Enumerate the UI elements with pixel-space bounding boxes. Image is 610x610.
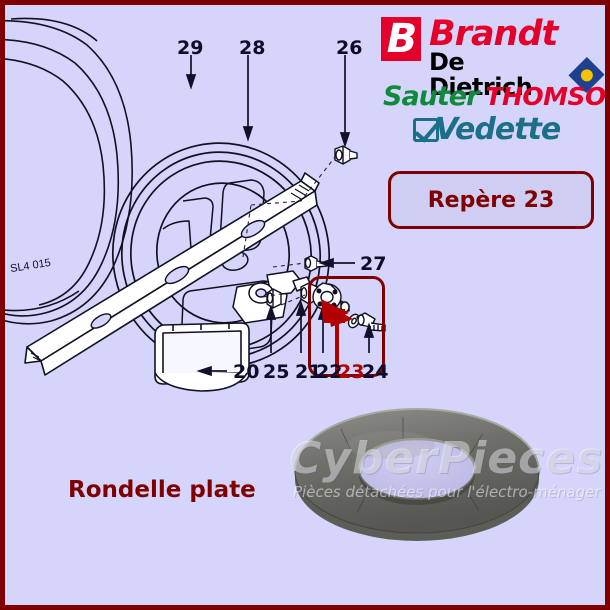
part-number-27: 27 bbox=[360, 253, 387, 275]
sauter-thomson-logos: Sauter THOMSON bbox=[383, 81, 606, 112]
washer-photo bbox=[294, 408, 540, 541]
vedette-check-icon bbox=[413, 118, 439, 142]
part-23-highlight-box bbox=[308, 276, 385, 377]
de-dietrich-wordmark: De Dietrich bbox=[429, 48, 533, 101]
vedette-wordmark: Vedette bbox=[435, 112, 561, 147]
part-number-24: 24 bbox=[362, 361, 389, 383]
drum-assembly-outline bbox=[5, 17, 133, 325]
part-number-23: 23 bbox=[338, 361, 365, 383]
drawing-code-label: SL4 015 bbox=[9, 256, 52, 276]
part-number-28: 28 bbox=[239, 37, 266, 59]
vedette-logo: Vedette bbox=[413, 112, 561, 147]
part-number-21: 21 bbox=[295, 361, 322, 383]
watermark-brand: CyberPieces bbox=[289, 433, 604, 484]
hardware-nut-21 bbox=[266, 288, 282, 309]
part-number-26: 26 bbox=[336, 37, 363, 59]
drum-inner-detail bbox=[162, 179, 274, 358]
brand-logo-group: B Brandt De Dietrich Sauter THOMSON Vede… bbox=[381, 14, 605, 147]
brandt-logo: B Brandt bbox=[381, 14, 558, 61]
repere-badge-label: Repère 23 bbox=[427, 187, 555, 213]
part-number-22: 22 bbox=[316, 361, 343, 383]
bracket-bar bbox=[24, 172, 320, 376]
de-dietrich-logo: De Dietrich bbox=[429, 48, 605, 101]
hardware-screw-27 bbox=[304, 255, 328, 272]
watermark-tagline: Pièces détachées pour l'électro-ménager bbox=[293, 483, 601, 501]
pivot-bracket bbox=[232, 270, 312, 324]
brandt-b-mark: B bbox=[381, 17, 421, 61]
part-number-20: 20 bbox=[233, 361, 260, 383]
brandt-wordmark: Brandt bbox=[429, 14, 558, 54]
bracket-bar-end-ribs bbox=[30, 184, 310, 362]
repere-badge: Repère 23 bbox=[388, 171, 594, 229]
part-number-25: 25 bbox=[263, 361, 290, 383]
sauter-wordmark: Sauter bbox=[383, 81, 479, 112]
part-number-29: 29 bbox=[177, 37, 204, 59]
bracket-bar-holes bbox=[90, 219, 266, 329]
hardware-nut-26 bbox=[334, 145, 358, 165]
part-caption: Rondelle plate bbox=[68, 477, 256, 503]
thomson-wordmark: THOMSON bbox=[485, 82, 606, 111]
